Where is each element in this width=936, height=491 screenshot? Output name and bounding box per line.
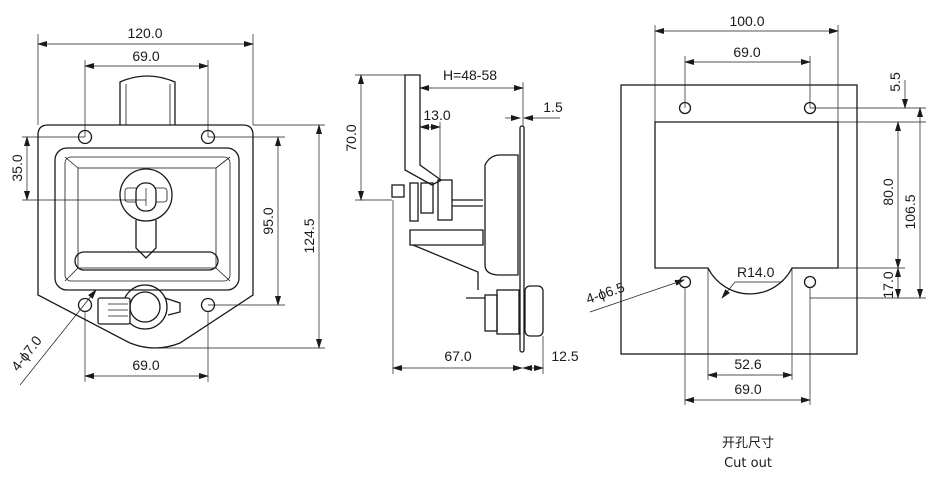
dim-grip-range: H=48-58 [443,67,497,83]
caption-english: Cut out [724,456,772,471]
handle-arm [404,74,443,186]
t-handle [135,220,157,259]
dim-plate-thickness: 1.5 [543,99,563,115]
dim-outer-width: 100.0 [729,13,764,29]
dim-handle-offset: 13.0 [423,107,450,123]
dim-hole-vertical-spacing: 95.0 [260,207,276,234]
dim-overall-height: 124.5 [301,218,317,253]
cutout-view: 100.0 69.0 5.5 80.0 106.5 17.0 R14.0 4-ϕ… [584,13,926,471]
dim-handle-height: 70.0 [343,124,359,151]
lock-cylinder [119,168,173,222]
recess-outer [54,147,240,291]
dim-front-projection: 12.5 [551,348,578,364]
dim-arc-chord: 52.6 [734,356,761,372]
dim-lock-offset: 35.0 [9,154,25,181]
radius-label: R14.0 [737,264,775,280]
dim-depth: 67.0 [444,348,471,364]
dim-top-offset: 5.5 [887,72,903,92]
dim-top-hole-spacing: 69.0 [132,48,159,64]
plate-edge [519,125,525,353]
dim-hole-vertical-spacing: 106.5 [902,194,918,229]
dim-bottom-hole-spacing: 69.0 [132,357,159,373]
side-view: 70.0 H=48-58 13.0 1.5 67.0 12.5 [343,67,579,374]
dim-hole-spacing-top: 69.0 [733,44,760,60]
hole-callout: 4-ϕ6.5 [584,279,627,307]
handle-boss [119,75,176,125]
dim-bottom-offset: 17.0 [880,271,896,298]
latch-clip [97,297,131,325]
front-view: 120.0 69.0 35.0 95.0 124.5 69.0 4-ϕ7.0 [8,25,325,386]
dim-hole-spacing-bottom: 69.0 [734,381,761,397]
cutout-opening [654,121,839,295]
dim-overall-width: 120.0 [127,25,162,41]
caption-chinese: 开孔尺寸 [722,436,774,451]
cutout-holes [678,101,817,289]
dim-opening-height: 80.0 [880,178,896,205]
hole-callout: 4-ϕ7.0 [8,333,45,374]
panel-outline [620,84,858,355]
mounting-plate [37,124,254,349]
